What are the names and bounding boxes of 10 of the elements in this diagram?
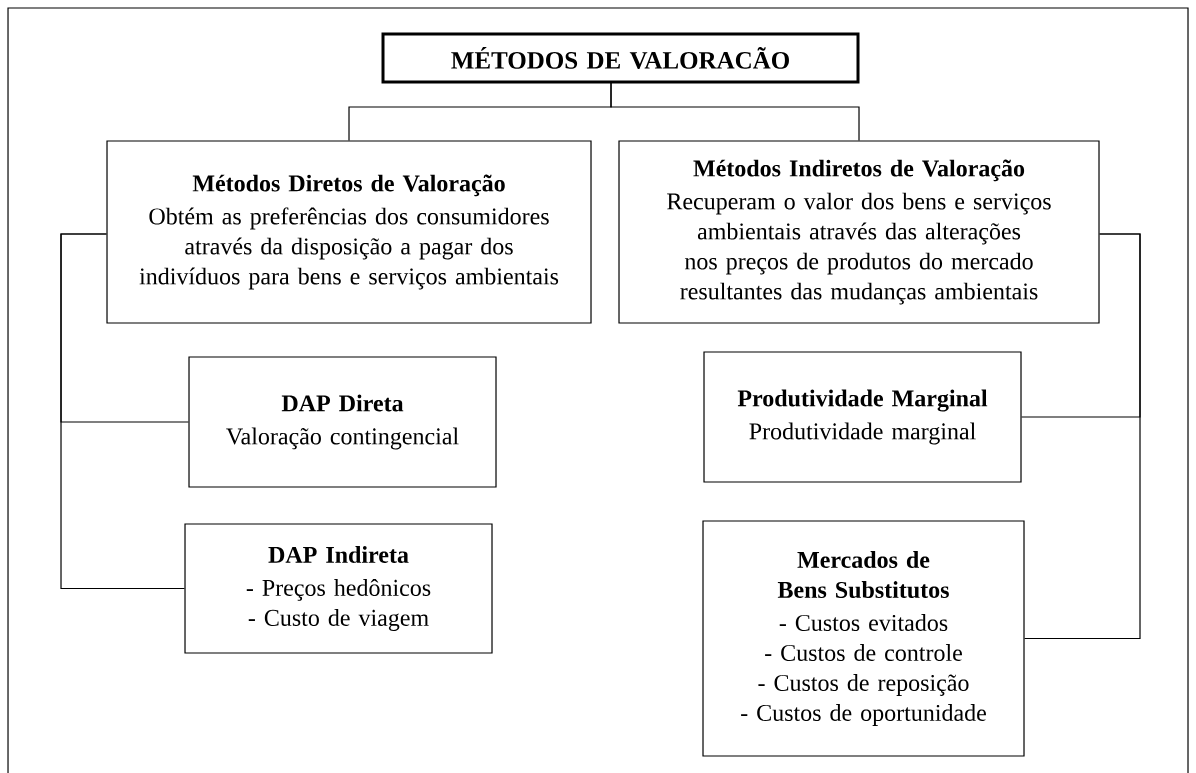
method-box: Produtividade Marginal Produtividade marginal — [703, 351, 1022, 483]
method-box: Métodos Diretos de Valoração Obtém as preferências dos consumidores através da disposição a pagar dos indivíduos para bens e serviços ambientais — [106, 140, 592, 324]
connector — [1024, 233, 1141, 640]
title-box: MÉTODOS DE VALORACÃO — [381, 32, 860, 84]
method-box: DAP Direta Valoração contingencial — [188, 356, 497, 488]
connector — [60, 233, 185, 590]
method-box: Mercados de Bens Substitutos - Custos evitados - Custos de controle - Custos de reposição - Custos de oportunidade — [702, 520, 1025, 757]
method-box: Métodos Indiretos de Valoração Recuperam o valor dos bens e serviços ambientais através das alterações nos preços de produtos do mercado resultantes das mudanças ambientais — [618, 140, 1100, 324]
method-box: DAP Indireta - Preços hedônicos - Custo de viagem — [184, 523, 493, 654]
connector — [610, 81, 860, 141]
